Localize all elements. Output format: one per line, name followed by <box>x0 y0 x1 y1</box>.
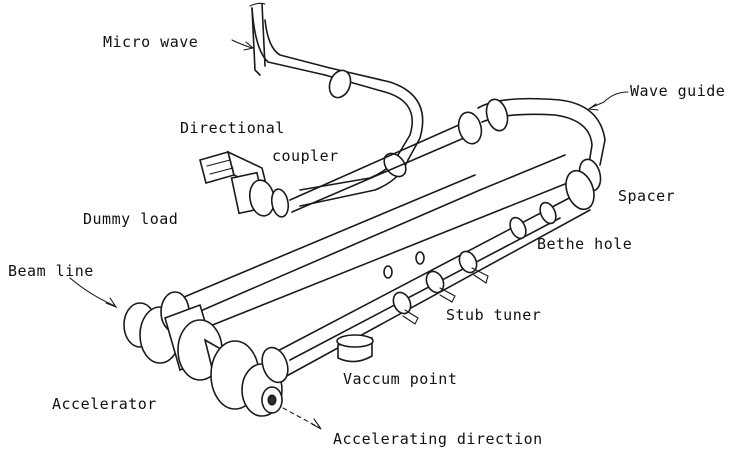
label-directional: Directional <box>180 119 285 137</box>
label-beam-line: Beam line <box>8 262 94 280</box>
label-dummy-load: Dummy load <box>83 210 179 228</box>
label-vaccum-point: Vaccum point <box>343 370 458 388</box>
dummy-load <box>199 150 290 218</box>
microwave-input-waveguide <box>249 2 424 207</box>
stub-tuners <box>383 201 557 325</box>
callout-arrows <box>69 39 629 430</box>
accelerator-tube <box>269 169 595 379</box>
wave-guide-loop <box>289 97 606 213</box>
label-spacer: Spacer <box>618 187 676 205</box>
flange-ring <box>457 111 483 145</box>
accelerator-end <box>123 291 289 417</box>
label-wave-guide: Wave guide <box>630 82 726 100</box>
label-stub-tuner: Stub tuner <box>446 306 542 324</box>
label-micro-wave: Micro wave <box>103 33 199 51</box>
label-accelerator: Accelerator <box>52 395 157 413</box>
beam-line-pipe <box>164 154 571 331</box>
label-accelerating-direction: Accelerating direction <box>333 430 543 448</box>
label-coupler: coupler <box>272 147 339 165</box>
flange-ring <box>328 69 352 99</box>
vacuum-point <box>336 334 374 363</box>
label-bethe-hole: Bethe hole <box>537 235 633 253</box>
